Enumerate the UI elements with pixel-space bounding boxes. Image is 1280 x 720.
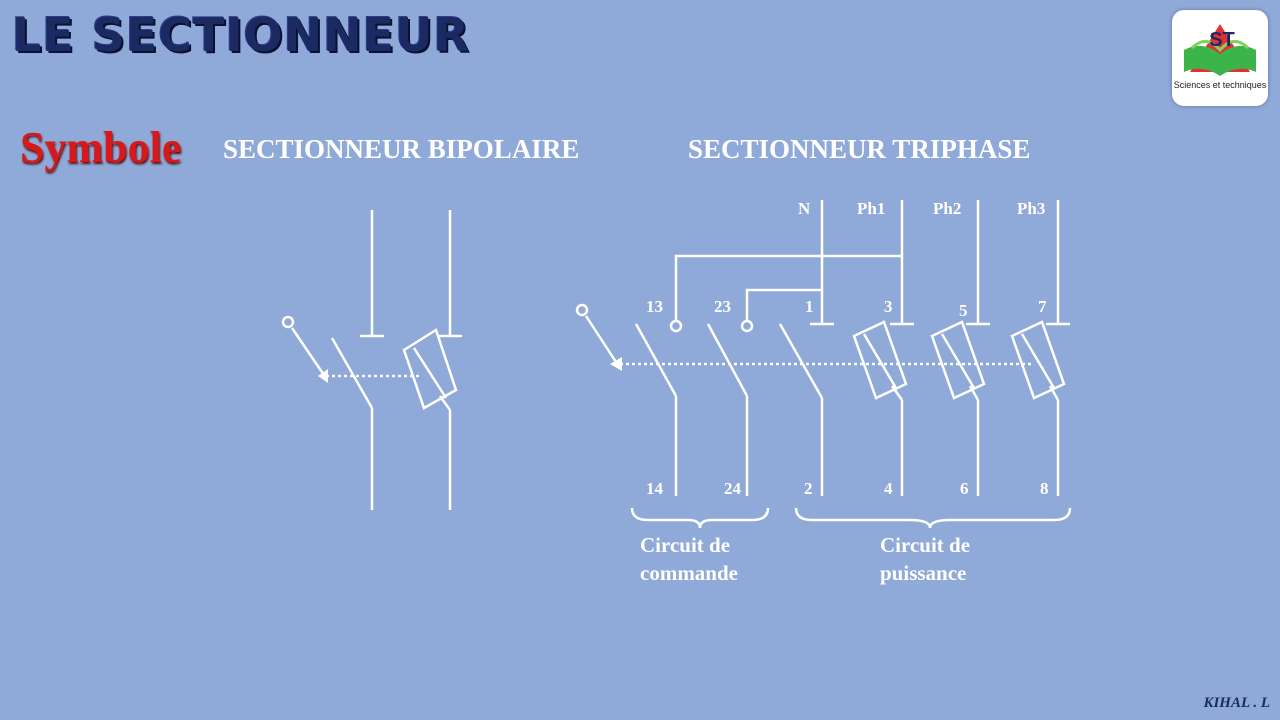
terminal-8: 8: [1040, 479, 1049, 498]
label-ph2: Ph2: [933, 199, 961, 218]
terminal-4: 4: [884, 479, 893, 498]
group-commande-line2: commande: [640, 561, 738, 585]
page-title: LE SECTIONNEUR: [12, 8, 470, 62]
triphase-symbol: [575, 200, 1072, 529]
section-label: Symbole: [20, 123, 182, 172]
group-commande-line1: Circuit de: [640, 533, 730, 557]
label-ph3: Ph3: [1017, 199, 1045, 218]
terminal-1: 1: [805, 297, 814, 316]
terminal-5: 5: [959, 301, 968, 320]
subtitle-triphase: SECTIONNEUR TRIPHASE: [688, 134, 1031, 164]
logo-caption: Sciences et techniques: [1173, 80, 1267, 90]
logo-book-icon: [1184, 24, 1256, 76]
terminal-7: 7: [1038, 297, 1047, 316]
subtitle-bipolaire: SECTIONNEUR BIPOLAIRE: [223, 134, 580, 164]
label-n: N: [798, 199, 811, 218]
bipolar-symbol: [281, 210, 462, 510]
group-puissance-line2: puissance: [880, 561, 966, 585]
terminal-23: 23: [714, 297, 731, 316]
terminal-13: 13: [646, 297, 663, 316]
terminal-2: 2: [804, 479, 813, 498]
terminal-14: 14: [646, 479, 664, 498]
label-ph1: Ph1: [857, 199, 885, 218]
logo: [1172, 10, 1268, 106]
terminal-6: 6: [960, 479, 969, 498]
terminal-24: 24: [724, 479, 742, 498]
author-footer: KIHAL . L: [1203, 695, 1270, 711]
terminal-3: 3: [884, 297, 893, 316]
group-puissance-line1: Circuit de: [880, 533, 970, 557]
